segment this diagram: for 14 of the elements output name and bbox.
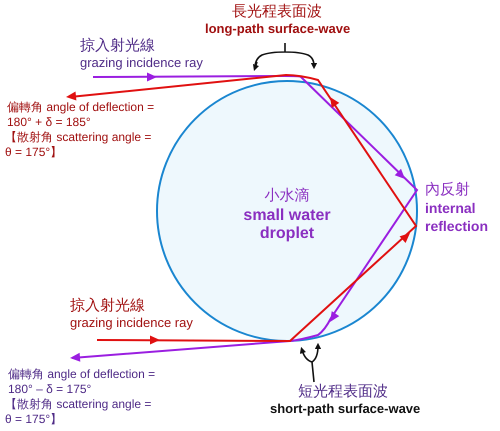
surface-wave-label: 短光程表面波	[298, 384, 388, 399]
deflection-angle-text: 偏轉角 angle of deflection = 180° – δ = 175°	[8, 367, 156, 397]
ray-label: grazing incidence ray	[80, 55, 203, 70]
ray-label: grazing incidence ray	[70, 315, 193, 330]
scattering-angle-text: 【散射角 scattering angle = θ = 175°】	[5, 397, 152, 427]
deflection-angle-text: 偏轉角 angle of deflection = 180° + δ = 185°	[7, 100, 155, 130]
ray-label: 掠入射光線	[80, 38, 155, 53]
surface-wave-label: short-path surface-wave	[270, 401, 420, 416]
surface-wave-label: 長光程表面波	[232, 4, 322, 19]
reflection-label: internal reflection	[425, 199, 490, 235]
droplet-label: small water droplet	[242, 207, 332, 243]
scattering-angle-text: 【散射角 scattering angle = θ = 175°】	[5, 130, 152, 160]
surface-wave-label: long-path surface-wave	[205, 21, 350, 36]
droplet-label: 小水滴	[264, 187, 310, 205]
